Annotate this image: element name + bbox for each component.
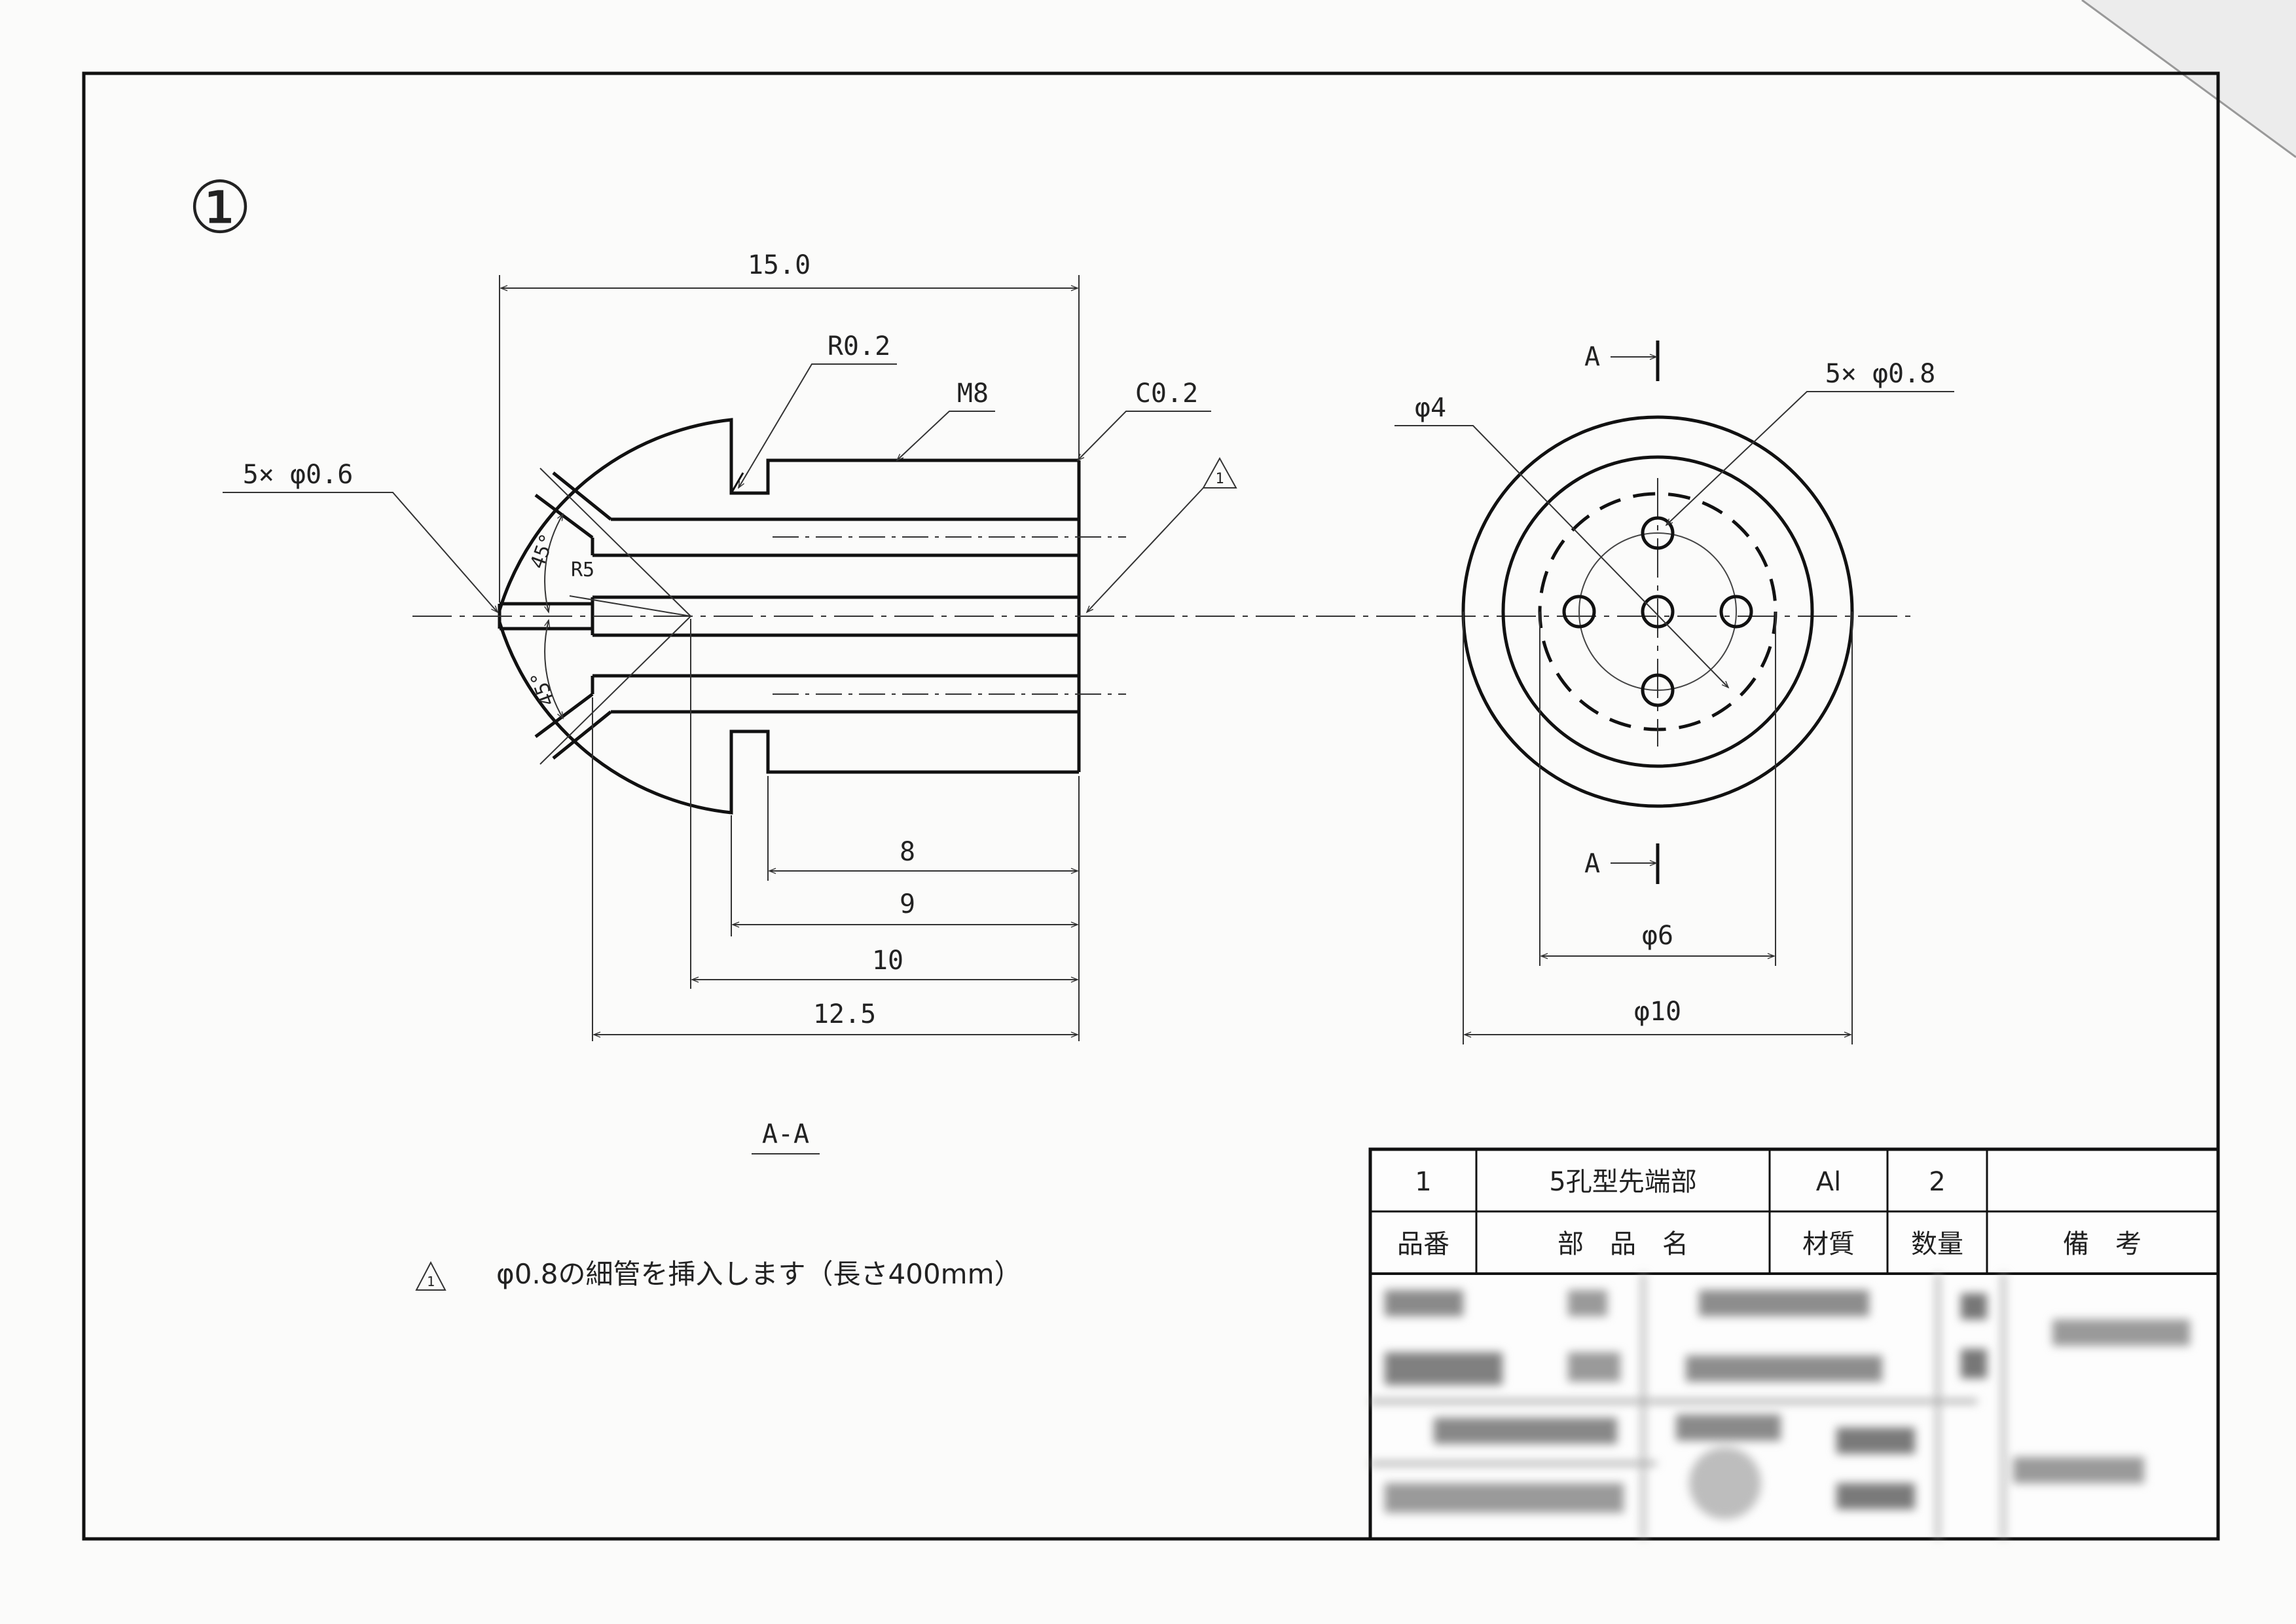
holes-08-label: 5× φ0.8: [1825, 359, 1936, 389]
header-material: 材質: [1802, 1229, 1855, 1259]
hole-right: [1719, 595, 1753, 629]
section-label: A-A: [762, 1119, 809, 1149]
redacted-block: [2013, 1457, 2144, 1483]
angled-hole-upper-a: [552, 471, 612, 521]
drawing-frame: [82, 71, 2220, 1541]
redacted-area: [1370, 1274, 2190, 1539]
dim-9-label: 9: [900, 889, 915, 919]
angle-arc-upper: [544, 513, 564, 614]
general-note: 1 φ0.8の細管を挿入します（長さ400mm）: [415, 1258, 1022, 1291]
dim-10-label: 10: [872, 946, 903, 976]
redacted-block: [1836, 1483, 1915, 1509]
outer-profile-upper: [498, 418, 1079, 611]
redacted-block: [1699, 1290, 1869, 1316]
hole-top: [1641, 516, 1675, 550]
header-quantity: 数量: [1911, 1229, 1963, 1259]
holes-label: 5× φ0.6: [243, 460, 354, 490]
dim-12-5-label: 12.5: [813, 999, 876, 1029]
thread-label: M8: [957, 378, 989, 409]
fillet-label: R0.2: [828, 331, 890, 361]
outer-profile-lower: [498, 621, 1079, 815]
redacted-block: [1385, 1483, 1624, 1513]
groove-fillet-upper: [730, 472, 744, 494]
redacted-block: [1568, 1290, 1607, 1316]
hole-left: [1562, 595, 1596, 629]
r5-leader: [569, 595, 691, 617]
sheet-number: ①: [188, 166, 253, 249]
note-marker-number: 1: [1215, 471, 1224, 487]
header-remarks: 備 考: [2063, 1229, 2141, 1259]
dim-15-label: 15.0: [748, 250, 811, 280]
dim-phi10-label: φ10: [1634, 997, 1681, 1027]
holes-leader: [223, 492, 499, 614]
part-name: 5孔型先端部: [1549, 1167, 1696, 1197]
redacted-stamp: [1689, 1447, 1761, 1519]
part-number: 1: [1415, 1167, 1431, 1197]
angled-hole-lower-b: [534, 692, 594, 739]
hole-center: [1641, 595, 1675, 629]
cut-label-top: A: [1584, 342, 1600, 372]
holes-08-leader: [1665, 391, 1954, 526]
note-triangle-number: 1: [427, 1274, 435, 1289]
pcd-leader: [1394, 425, 1730, 689]
angled-hole-upper-b: [534, 493, 594, 540]
redacted-block: [1385, 1352, 1503, 1385]
part-quantity: 2: [1929, 1167, 1945, 1197]
chamfer-label: C0.2: [1135, 378, 1198, 409]
thread-leader: [896, 411, 995, 462]
note-leader: [1085, 487, 1204, 614]
redacted-block: [1434, 1418, 1617, 1444]
folded-corner-edge: [2081, 0, 2296, 158]
note-text: φ0.8の細管を挿入します（長さ400mm）: [496, 1258, 1022, 1290]
angle-ref-lower: [539, 616, 691, 765]
header-name: 部 品 名: [1558, 1229, 1688, 1259]
end-view: A A φ4 5× φ0.8 φ6 φ10: [1394, 341, 1954, 1044]
cut-label-bottom: A: [1584, 849, 1600, 879]
redacted-block: [1676, 1414, 1781, 1441]
redacted-block: [2052, 1320, 2190, 1346]
header-number: 品番: [1397, 1229, 1449, 1259]
redacted-block: [1385, 1290, 1463, 1316]
note-triangle: [415, 1261, 446, 1291]
fillet-leader: [738, 363, 897, 489]
pcd-label: φ4: [1415, 393, 1446, 423]
sphere-radius-label: R5: [571, 559, 594, 581]
angled-hole-lower-a: [552, 710, 612, 760]
part-material: Al: [1816, 1167, 1841, 1197]
note-marker-triangle: [1202, 456, 1237, 489]
title-block: 1 5孔型先端部 Al 2 品番 部 品 名 材質 数量 備 考: [1368, 1147, 2220, 1541]
angle-ref-upper: [539, 468, 691, 617]
redacted-block: [1568, 1352, 1620, 1382]
dim-phi6-label: φ6: [1642, 921, 1673, 951]
section-view: 45° 45° R5 15.0 R0.2 M8 C0.2 1 5× φ0.6 8: [223, 250, 1918, 1154]
thread-circle: [1501, 455, 1814, 768]
redacted-block: [1836, 1428, 1915, 1454]
dim-8-label: 8: [900, 837, 915, 867]
redacted-block: [1686, 1356, 1882, 1382]
redacted-block: [1961, 1293, 1987, 1320]
angle-arc-lower: [544, 619, 564, 720]
chamfer-leader: [1076, 411, 1211, 462]
redacted-block: [1961, 1349, 1987, 1378]
hole-bottom: [1641, 673, 1675, 707]
